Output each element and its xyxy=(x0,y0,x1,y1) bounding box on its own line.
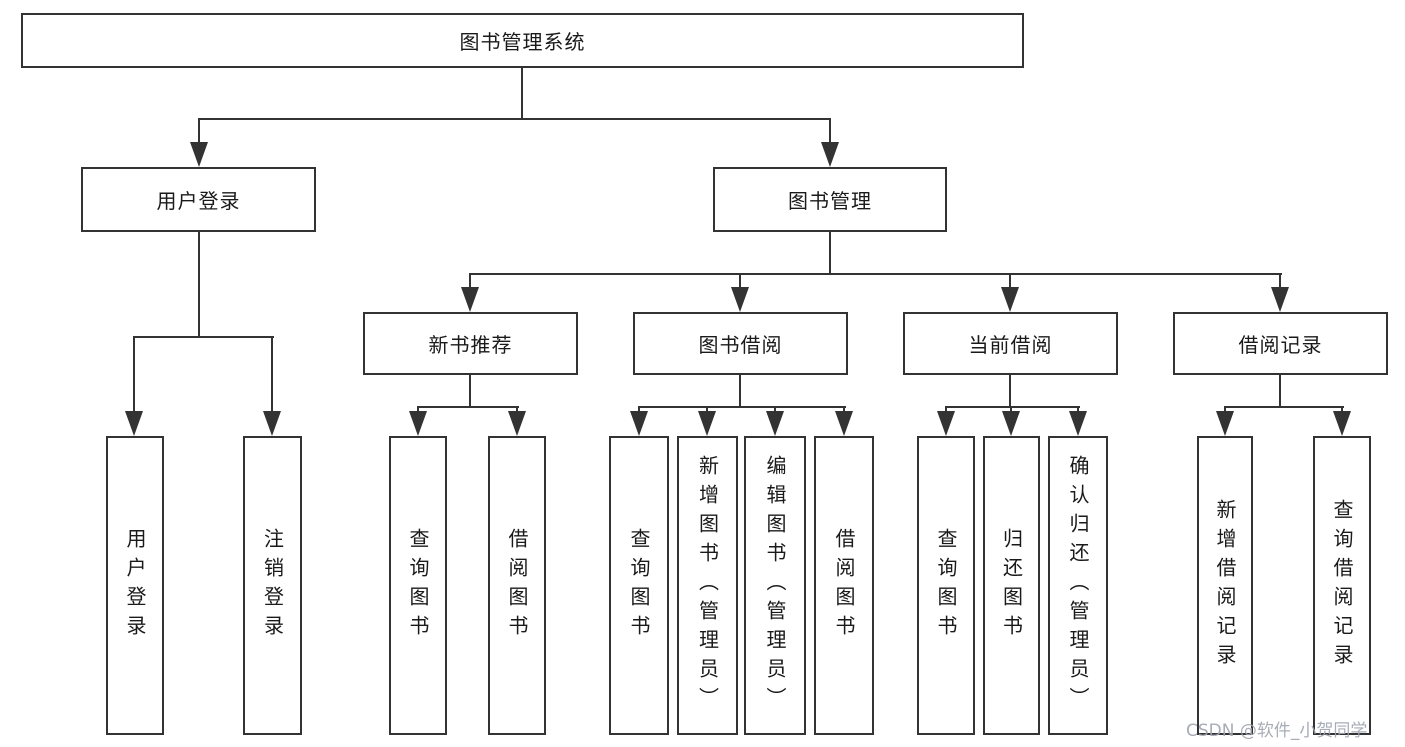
arrow-down-icon xyxy=(1216,411,1234,436)
leaf-borrow-edit-books-admin: 编辑图书（管理员） xyxy=(744,436,806,735)
connector-line xyxy=(1279,375,1281,406)
node-book-management: 图书管理 xyxy=(713,167,947,232)
arrow-down-icon xyxy=(409,411,427,436)
arrow-down-icon xyxy=(821,142,839,167)
arrow-down-icon xyxy=(1271,287,1289,312)
leaf-borrow-add-books-admin: 新增图书（管理员） xyxy=(677,436,738,735)
leaf-borrow-borrow-books: 借阅图书 xyxy=(814,436,874,735)
node-label: 借阅记录 xyxy=(1238,333,1323,357)
node-new-book-recommend: 新书推荐 xyxy=(363,312,578,375)
connector-line xyxy=(1279,273,1281,287)
leaf-newbook-query-books: 查询图书 xyxy=(389,436,447,735)
csdn-watermark: CSDN @软件_小贺同学 xyxy=(1186,721,1368,741)
node-user-login: 用户登录 xyxy=(81,167,316,232)
connector-line xyxy=(198,118,200,142)
leaf-label: 用户登录 xyxy=(123,527,147,644)
leaf-label: 新增借阅记录 xyxy=(1213,498,1237,673)
leaf-label: 注销登录 xyxy=(260,527,285,644)
node-label: 图书借阅 xyxy=(698,333,783,357)
arrow-down-icon xyxy=(508,411,526,436)
leaf-label: 查询图书 xyxy=(406,527,430,644)
arrow-down-icon xyxy=(766,411,784,436)
leaf-records-query-record: 查询借阅记录 xyxy=(1313,436,1371,735)
node-current-borrow: 当前借阅 xyxy=(903,312,1118,375)
leaf-label: 新增图书（管理员） xyxy=(695,455,720,716)
arrow-down-icon xyxy=(630,411,648,436)
node-label: 当前借阅 xyxy=(968,333,1053,357)
arrow-down-icon xyxy=(125,411,143,436)
connector-line xyxy=(638,406,846,408)
leaf-label: 归还图书 xyxy=(999,527,1024,644)
connector-line xyxy=(1224,406,1344,408)
connector-line xyxy=(133,336,135,411)
node-label: 图书管理 xyxy=(788,189,872,213)
connector-line xyxy=(198,118,831,120)
connector-line xyxy=(417,406,419,411)
leaf-label: 查询图书 xyxy=(934,527,958,644)
arrow-down-icon xyxy=(698,411,716,436)
leaf-logout: 注销登录 xyxy=(243,436,302,735)
connector-line xyxy=(271,336,273,411)
arrow-down-icon xyxy=(937,411,955,436)
connector-line xyxy=(1010,406,1012,411)
leaf-current-query-books: 查询图书 xyxy=(917,436,975,735)
connector-line xyxy=(774,406,776,411)
arrow-down-icon xyxy=(1002,411,1020,436)
connector-line xyxy=(1341,406,1343,411)
connector-line xyxy=(739,273,741,287)
connector-line xyxy=(1224,406,1226,411)
arrow-down-icon xyxy=(731,287,749,312)
leaf-user-login: 用户登录 xyxy=(106,436,164,735)
connector-line xyxy=(133,336,274,338)
node-library-management-system: 图书管理系统 xyxy=(21,13,1024,68)
arrow-down-icon xyxy=(461,287,479,312)
arrow-down-icon xyxy=(835,411,853,436)
connector-line xyxy=(945,406,1080,408)
connector-line xyxy=(739,375,741,406)
arrow-down-icon xyxy=(1333,411,1351,436)
leaf-label: 借阅图书 xyxy=(505,527,529,644)
node-label: 新书推荐 xyxy=(428,333,513,357)
leaf-current-confirm-return-admin: 确认归还（管理员） xyxy=(1048,436,1108,735)
connector-line xyxy=(829,118,831,142)
connector-line xyxy=(829,232,831,273)
leaf-records-add-record: 新增借阅记录 xyxy=(1197,436,1253,735)
arrow-down-icon xyxy=(263,411,281,436)
leaf-label: 借阅图书 xyxy=(832,527,856,644)
connector-line xyxy=(469,375,471,406)
leaf-borrow-query-books: 查询图书 xyxy=(609,436,669,735)
arrow-down-icon xyxy=(190,142,208,167)
leaf-label: 确认归还（管理员） xyxy=(1066,455,1090,716)
node-label: 用户登录 xyxy=(156,189,241,213)
arrow-down-icon xyxy=(1069,411,1087,436)
connector-line xyxy=(469,273,471,287)
connector-line xyxy=(945,406,947,411)
connector-line xyxy=(638,406,640,411)
connector-line xyxy=(1077,406,1079,411)
connector-line xyxy=(706,406,708,411)
leaf-label: 查询图书 xyxy=(627,527,651,644)
leaf-current-return-books: 归还图书 xyxy=(983,436,1040,735)
connector-line xyxy=(1009,273,1011,287)
connector-line xyxy=(516,406,518,411)
node-book-borrow: 图书借阅 xyxy=(633,312,848,375)
arrow-down-icon xyxy=(1001,287,1019,312)
leaf-label: 查询借阅记录 xyxy=(1330,498,1354,673)
node-label: 图书管理系统 xyxy=(459,30,586,54)
connector-line xyxy=(521,68,523,118)
connector-line xyxy=(843,406,845,411)
connector-line xyxy=(198,232,200,336)
connector-line xyxy=(417,406,519,408)
connector-line xyxy=(1009,375,1011,406)
leaf-label: 编辑图书（管理员） xyxy=(763,455,787,716)
leaf-newbook-borrow-books: 借阅图书 xyxy=(488,436,546,735)
connector-line xyxy=(469,273,1282,275)
node-borrow-records: 借阅记录 xyxy=(1173,312,1388,375)
